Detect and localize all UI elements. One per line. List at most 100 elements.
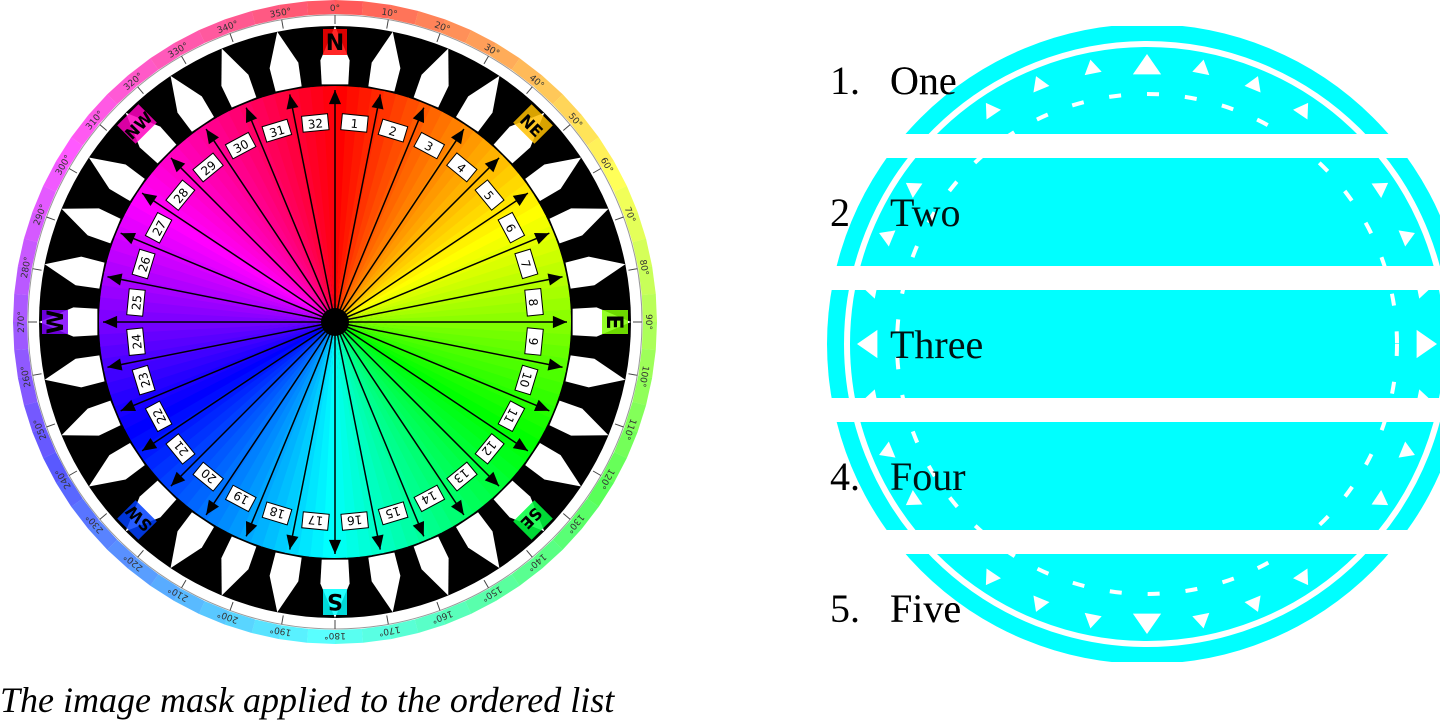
degree-ring-segment [174,30,205,56]
masked-ordered-list: 1.One2.Two3.Three4.Four5.FiveOneTwoThree… [827,26,1440,662]
spoke-arrowhead [371,94,384,110]
direction-arrow [368,552,401,613]
hue-wedge [118,322,335,430]
direction-arrow [413,48,449,108]
hue-wedge [335,173,527,322]
spoke-arrowhead [120,399,137,412]
hue-wedge [335,146,503,322]
degree-label: 190° [269,623,292,637]
list-item-label-overlay: Five [890,586,961,631]
hue-wedge [185,322,335,513]
degree-tick [526,86,533,95]
spoke-line [289,321,336,550]
point-number-badge: 15 [377,501,409,526]
compass-image: 0°10°20°30°40°50°60°70°80°90°100°110°120… [13,0,657,644]
degree-ring-segment [13,293,29,322]
spoke-line [334,128,465,323]
spoke-arrowhead [552,315,567,329]
degree-ring-segment [632,375,653,406]
mask-arrow [879,441,896,458]
degree-ring-segment [570,115,599,146]
mask-band [827,290,1440,398]
hue-wedge [335,322,526,472]
point-number-box [261,501,293,526]
direction-arrow [61,400,121,436]
point-number-badge: 31 [261,118,293,143]
hue-wedge [110,236,335,322]
point-number-box [144,400,173,433]
point-number-text: 17 [307,512,324,527]
degree-ring-segment [56,476,83,507]
mask-band [827,158,1440,266]
mask-arrow [862,281,879,299]
spoke-arrowhead [286,94,299,110]
hue-wedge [215,322,335,533]
degree-ring-segment [56,137,83,168]
hue-wedge [130,322,335,451]
cardinal-box [117,104,157,144]
degree-tick [99,513,108,520]
degree-tick [229,33,234,43]
mask-arrow [905,182,923,198]
point-number-text: 26 [136,255,154,274]
degree-tick [46,216,56,221]
cardinal-label: N [326,31,344,56]
cardinal-box [602,310,628,334]
degree-ring-segment [107,539,138,569]
direction-arrow [44,256,105,289]
point-number-text: 11 [501,406,521,426]
point-number-text: 18 [268,504,287,522]
degree-tick [137,86,144,95]
hue-wedge [335,117,465,322]
hue-wedge [335,322,420,547]
direction-arrow [565,355,626,388]
degree-label: 180° [324,630,346,640]
degree-ring-segment [279,625,309,643]
hue-wedge [335,322,519,481]
degree-ring-segment [361,1,391,19]
degree-tick [628,268,638,271]
hue-wedge [205,322,335,527]
point-number-box [514,364,539,396]
mask-arrow [1415,389,1432,407]
mask-number-ring [895,92,1399,596]
degree-tick [181,55,187,65]
spoke-arrowhead [371,534,384,550]
hue-wedge [335,322,502,499]
spoke-arrowhead [103,315,118,329]
hue-wedge [335,193,540,322]
point-number-box [497,211,526,244]
mask-arrow [1416,329,1437,359]
degree-ring-segment [14,348,32,378]
hue-wedge [335,322,431,543]
point-number-box [413,131,446,160]
point-number-box [192,461,225,492]
degree-ring-segment [251,619,282,640]
mask-arrow [985,568,1001,586]
spoke-line [245,321,336,537]
point-number-text: 7 [518,258,534,269]
cardinal-box [513,500,553,540]
hue-wedge [159,154,335,322]
degree-ring-segment [552,94,582,125]
hue-wedge [335,285,570,322]
degree-label: 90° [643,314,653,330]
degree-label: 170° [378,623,401,637]
mask-arrow [1244,595,1261,612]
degree-ring-segment [198,19,230,43]
hue-wedge [250,97,335,322]
point-number-box [524,288,544,317]
hue-wedge [249,322,335,547]
degree-ring-segment [128,58,159,87]
hue-wedge [335,322,443,539]
point-number-text: 19 [231,488,251,508]
degree-ring-segment [532,539,563,569]
degree-ring-segment [107,75,138,105]
hue-wedge [335,322,464,527]
spoke-line [120,321,336,412]
degree-tick [68,168,78,174]
hue-wedge [335,322,453,533]
point-number-box [413,484,446,513]
hue-wedge [262,93,335,322]
point-number-box [126,327,146,356]
